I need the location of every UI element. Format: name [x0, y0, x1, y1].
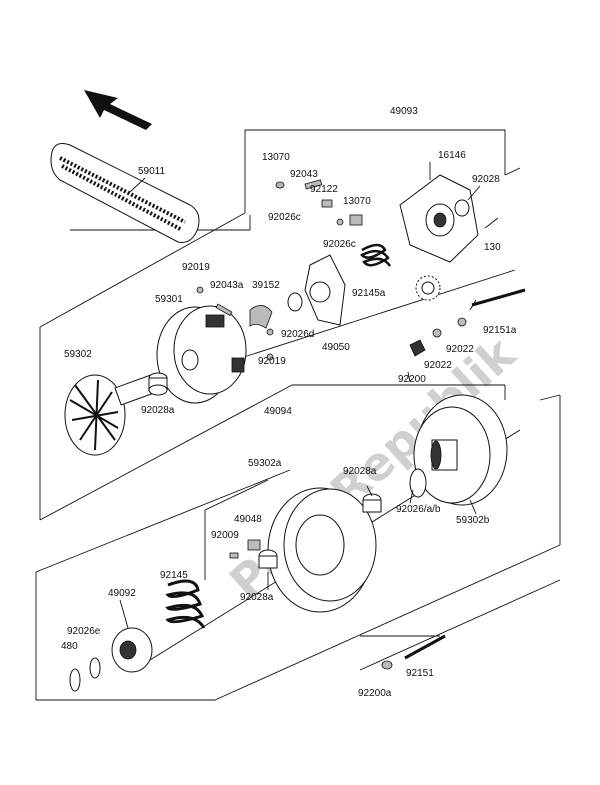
driven-plate-part	[399, 174, 499, 301]
small-hardware-parts	[196, 179, 363, 361]
bottom-bolt-part	[381, 634, 446, 670]
label-92022-b: 92022	[424, 360, 452, 371]
label-59302a: 59302a	[248, 458, 282, 469]
label-59301: 59301	[155, 294, 183, 305]
compression-spring-part	[165, 579, 206, 629]
label-92019-b: 92019	[258, 356, 286, 367]
label-49093: 49093	[390, 106, 418, 117]
label-49050: 49050	[322, 342, 350, 353]
label-49094: 49094	[264, 406, 292, 417]
driven-pulley-part	[409, 394, 508, 506]
label-13070-b: 13070	[343, 196, 371, 207]
label-480: 480	[61, 641, 78, 652]
label-49048: 49048	[234, 514, 262, 525]
label-49092: 49092	[108, 588, 136, 599]
label-92145a: 92145a	[352, 288, 386, 299]
label-16146: 16146	[438, 150, 466, 161]
drive-belt-part	[50, 143, 200, 243]
label-92026d: 92026d	[281, 329, 314, 340]
label-92200a: 92200a	[358, 688, 392, 699]
label-92151: 92151	[406, 668, 434, 679]
label-59302: 59302	[64, 349, 92, 360]
label-92200: 92200	[398, 374, 426, 385]
long-bolt-part	[409, 288, 526, 357]
label-92028: 92028	[472, 174, 500, 185]
leader-lines	[119, 162, 481, 629]
label-39152: 39152	[252, 280, 280, 291]
label-59011: 59011	[138, 166, 166, 177]
label-92028a-a: 92028a	[141, 405, 175, 416]
spider-arm-part	[287, 254, 346, 326]
bushing-part	[148, 372, 168, 396]
label-92026c-a: 92026c	[268, 212, 301, 223]
spring-part	[360, 243, 392, 267]
movable-sheave-part	[229, 487, 382, 613]
label-13070-a: 13070	[262, 152, 290, 163]
label-92028a-b: 92028a	[343, 466, 377, 477]
label-92151a: 92151a	[483, 325, 517, 336]
label-92043a: 92043a	[210, 280, 244, 291]
label-130: 130	[484, 242, 501, 253]
label-92022-a: 92022	[446, 344, 474, 355]
label-92028a-c: 92028a	[240, 592, 274, 603]
label-59302b: 59302b	[456, 515, 490, 526]
drive-pulley-part	[156, 305, 247, 404]
label-92043: 92043	[290, 169, 318, 180]
label-92145: 92145	[160, 570, 188, 581]
gear-icon	[421, 281, 435, 295]
direction-arrow-icon	[84, 90, 152, 130]
label-92019-a: 92019	[182, 262, 210, 273]
cam-part	[69, 627, 153, 692]
label-92026-a-b: 92026/a/b	[396, 504, 441, 515]
label-92026c-b: 92026c	[323, 239, 356, 250]
label-92009: 92009	[211, 530, 239, 541]
label-92026e: 92026e	[67, 626, 101, 637]
fixed-sheave-part	[64, 372, 162, 456]
label-92122: 92122	[310, 184, 338, 195]
